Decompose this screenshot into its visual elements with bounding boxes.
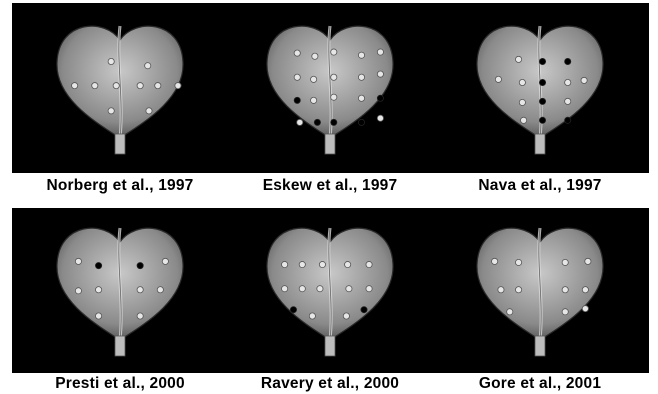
biopsy-core-open xyxy=(299,261,305,267)
biopsy-core-open xyxy=(137,287,143,293)
biopsy-core-open xyxy=(137,313,143,319)
biopsy-core-open xyxy=(562,309,568,315)
prostate-diagram-nava xyxy=(465,10,615,160)
biopsy-core-filled xyxy=(314,119,320,125)
biopsy-core-open xyxy=(492,258,498,264)
biopsy-core-open xyxy=(311,76,317,82)
biopsy-core-open xyxy=(377,115,383,121)
biopsy-core-open xyxy=(345,261,351,267)
biopsy-core-open xyxy=(137,83,143,89)
biopsy-core-open xyxy=(331,74,337,80)
biopsy-core-open xyxy=(282,286,288,292)
biopsy-core-open xyxy=(519,79,525,85)
biopsy-core-open xyxy=(75,288,81,294)
biopsy-core-open xyxy=(358,74,364,80)
biopsy-core-open xyxy=(92,83,98,89)
biopsy-core-open xyxy=(108,108,114,114)
caption-ravery: Ravery et al., 2000 xyxy=(225,375,435,393)
biopsy-core-filled xyxy=(539,98,545,104)
biopsy-core-open xyxy=(521,117,527,123)
biopsy-core-filled xyxy=(137,263,143,269)
biopsy-core-open xyxy=(366,261,372,267)
prostate-diagram-ravery xyxy=(255,212,405,362)
biopsy-core-open xyxy=(565,79,571,85)
biopsy-core-open xyxy=(146,108,152,114)
biopsy-core-open xyxy=(108,58,114,64)
probe-stem xyxy=(535,336,545,356)
biopsy-core-open xyxy=(294,50,300,56)
biopsy-core-filled xyxy=(565,117,571,123)
biopsy-core-open xyxy=(346,286,352,292)
biopsy-core-open xyxy=(309,313,315,319)
biopsy-core-open xyxy=(515,56,521,62)
biopsy-core-open xyxy=(562,287,568,293)
biopsy-core-open xyxy=(113,83,119,89)
biopsy-core-open xyxy=(157,287,163,293)
probe-stem xyxy=(535,134,545,154)
caption-nava: Nava et al., 1997 xyxy=(435,177,645,195)
biopsy-core-open xyxy=(72,83,78,89)
biopsy-core-filled xyxy=(539,58,545,64)
biopsy-core-open xyxy=(331,94,337,100)
biopsy-core-filled xyxy=(331,119,337,125)
caption-norberg: Norberg et al., 1997 xyxy=(15,177,225,195)
biopsy-core-filled xyxy=(95,263,101,269)
biopsy-core-open xyxy=(495,76,501,82)
biopsy-core-open xyxy=(317,286,323,292)
prostate-diagram-presti xyxy=(45,212,195,362)
biopsy-core-filled xyxy=(294,97,300,103)
biopsy-core-open xyxy=(562,259,568,265)
biopsy-core-open xyxy=(312,53,318,59)
caption-gore: Gore et al., 2001 xyxy=(435,375,645,393)
biopsy-core-filled xyxy=(377,95,383,101)
biopsy-core-open xyxy=(565,98,571,104)
biopsy-core-open xyxy=(358,95,364,101)
biopsy-core-open xyxy=(95,313,101,319)
biopsy-core-open xyxy=(145,63,151,69)
biopsy-core-filled xyxy=(361,307,367,313)
biopsy-core-open xyxy=(162,258,168,264)
probe-stem xyxy=(115,134,125,154)
biopsy-core-filled xyxy=(539,79,545,85)
biopsy-core-open xyxy=(358,52,364,58)
biopsy-core-open xyxy=(282,261,288,267)
biopsy-core-open xyxy=(319,261,325,267)
biopsy-core-open xyxy=(519,99,525,105)
biopsy-core-open xyxy=(582,306,588,312)
biopsy-core-open xyxy=(515,259,521,265)
prostate-diagram-norberg xyxy=(45,10,195,160)
biopsy-core-open xyxy=(297,119,303,125)
caption-presti: Presti et al., 2000 xyxy=(15,375,225,393)
biopsy-core-open xyxy=(155,83,161,89)
biopsy-core-filled xyxy=(565,58,571,64)
biopsy-core-filled xyxy=(539,117,545,123)
biopsy-core-open xyxy=(299,286,305,292)
biopsy-core-open xyxy=(343,313,349,319)
biopsy-core-open xyxy=(585,258,591,264)
biopsy-core-open xyxy=(498,287,504,293)
biopsy-core-open xyxy=(377,71,383,77)
biopsy-core-open xyxy=(75,258,81,264)
prostate-diagram-eskew xyxy=(255,10,405,160)
biopsy-core-open xyxy=(581,77,587,83)
probe-stem xyxy=(325,134,335,154)
biopsy-core-open xyxy=(366,286,372,292)
caption-eskew: Eskew et al., 1997 xyxy=(225,177,435,195)
probe-stem xyxy=(325,336,335,356)
biopsy-core-open xyxy=(95,287,101,293)
biopsy-core-filled xyxy=(358,119,364,125)
biopsy-core-open xyxy=(331,49,337,55)
biopsy-core-filled xyxy=(290,307,296,313)
probe-stem xyxy=(115,336,125,356)
prostate-diagram-gore xyxy=(465,212,615,362)
biopsy-core-open xyxy=(582,287,588,293)
biopsy-core-open xyxy=(507,309,513,315)
biopsy-core-open xyxy=(311,97,317,103)
biopsy-core-open xyxy=(377,49,383,55)
biopsy-core-open xyxy=(294,74,300,80)
biopsy-core-open xyxy=(515,287,521,293)
biopsy-core-open xyxy=(175,83,181,89)
